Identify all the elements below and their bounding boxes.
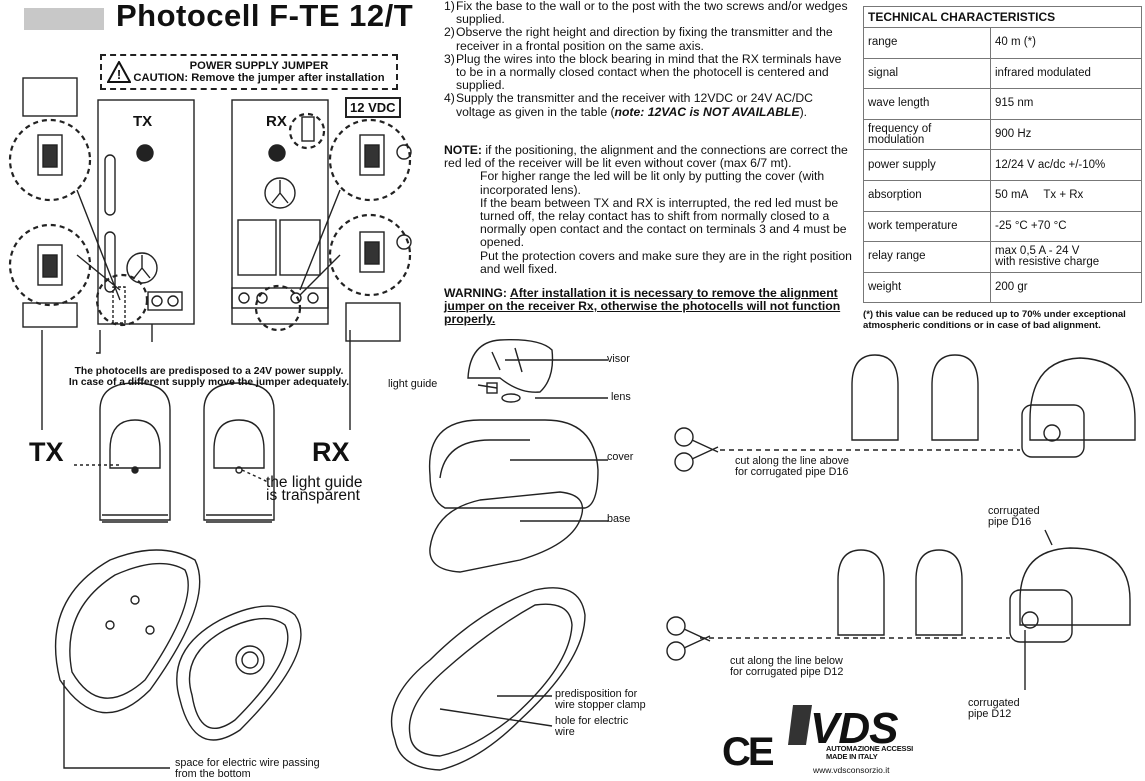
big-tx-label: TX <box>29 437 64 467</box>
big-rx-label: RX <box>312 437 350 467</box>
svg-text:!: ! <box>117 67 121 82</box>
jumper-caution-box: POWER SUPPLY JUMPER CAUTION: Remove the … <box>100 54 398 90</box>
base-label: base <box>607 513 631 525</box>
cover-label: cover <box>607 451 634 463</box>
instructions: 1)Fix the base to the wall or to the pos… <box>444 0 852 119</box>
voltage-label: 12 VDC <box>345 97 401 118</box>
note-p2: For higher range the led will be lit onl… <box>480 169 825 197</box>
instruction-2: 2)Observe the right height and direction… <box>444 25 833 53</box>
tx-board-diagram <box>97 99 195 342</box>
rx-board-diagram <box>231 99 329 325</box>
tech-header: TECHNICAL CHARACTERISTICS <box>863 6 1142 28</box>
note-p3: If the beam between TX and RX is interru… <box>480 195 847 250</box>
instruction-1: 1)Fix the base to the wall or to the pos… <box>444 0 848 27</box>
note-block: NOTE: if the positioning, the alignment … <box>444 143 856 276</box>
note-first: if the positioning, the alignment and th… <box>444 143 848 171</box>
predisposed-note: The photocells are predisposed to a 24V … <box>68 366 350 388</box>
jumper-title: POWER SUPPLY JUMPER <box>189 60 329 72</box>
board-rx-label: RX <box>266 113 287 130</box>
title-accent-bar <box>24 8 104 30</box>
visor-label: visor <box>607 353 630 365</box>
tech-footnote: (*) this value can be reduced up to 70% … <box>863 309 1126 331</box>
light-guide-note: the light guide is transparent <box>266 474 363 504</box>
detail-terminals <box>22 77 412 430</box>
vds-url: www.vdsconsorzio.it <box>813 765 890 775</box>
jumper-caution: CAUTION: Remove the jumper after install… <box>133 72 385 84</box>
open-bases <box>54 549 302 769</box>
detail-circles <box>8 112 412 332</box>
vds-logo: VDS <box>810 704 898 753</box>
vds-logo-mark <box>788 705 812 745</box>
note-label: NOTE: <box>444 143 482 157</box>
note-p4: Put the protection covers and make sure … <box>480 248 852 276</box>
warning-label: WARNING: <box>444 286 507 300</box>
ce-mark: CE <box>722 730 775 774</box>
instruction-3: 3)Plug the wires into the block bearing … <box>444 51 842 93</box>
front-views <box>74 382 275 523</box>
page-title: Photocell F-TE 12/T <box>116 0 414 33</box>
light-guide-label: light guide <box>388 378 438 390</box>
instruction-4: 4)Supply the transmitter and the receive… <box>444 91 813 119</box>
cut-views <box>666 354 1136 690</box>
board-tx-label: TX <box>133 113 153 130</box>
warning-triangle-icon: ! <box>107 61 131 83</box>
table-row: work temperature-25 °C +70 °C <box>863 210 1142 243</box>
lens-label: lens <box>611 391 631 403</box>
warning-text: After installation it is necessary to re… <box>444 286 841 327</box>
exploded-view <box>390 339 608 771</box>
warning-block: WARNING: After installation it is necess… <box>444 286 856 327</box>
